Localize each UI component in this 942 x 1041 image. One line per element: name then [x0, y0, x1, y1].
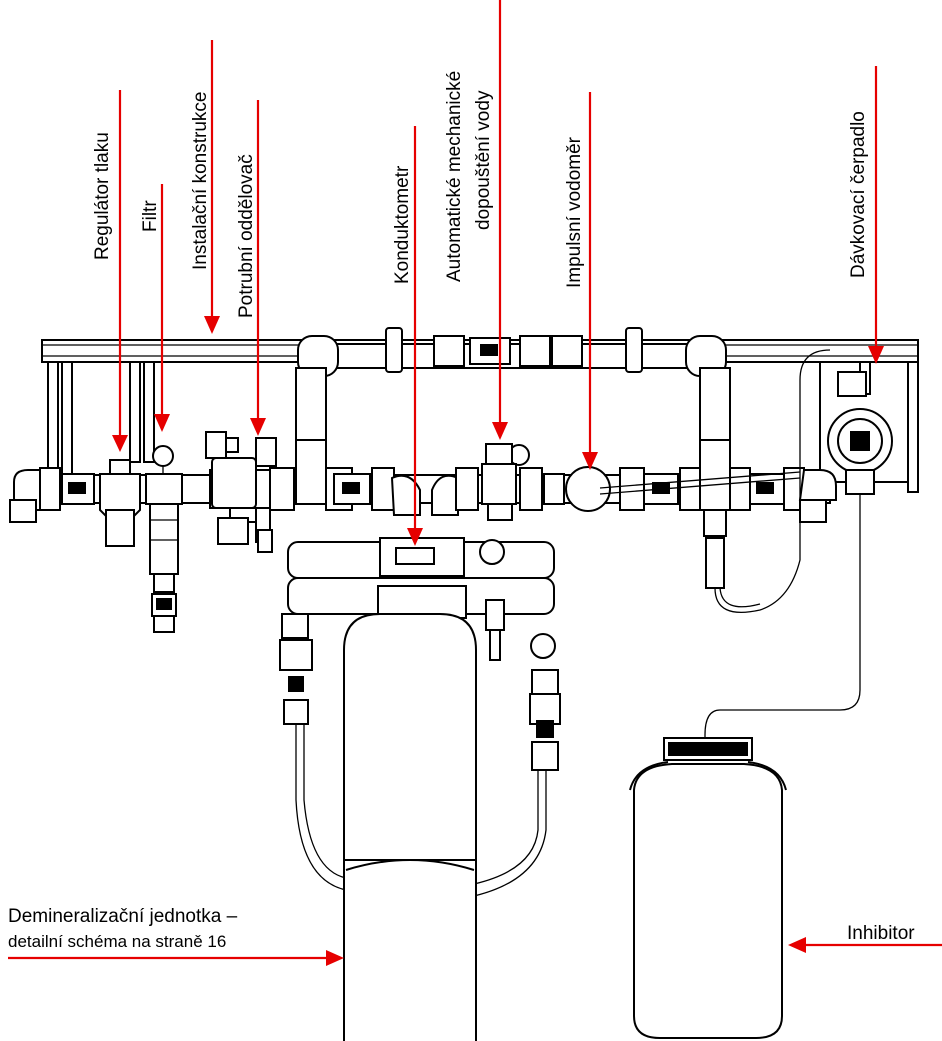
label-pulse-meter: Impulsní vodoměr: [564, 136, 585, 288]
label-demin-line2: detailní schéma na straně 16: [8, 932, 226, 951]
bypass-pipe: [295, 327, 731, 449]
dosing-pump-unit: [704, 361, 893, 736]
pipe-separator: [205, 431, 277, 553]
label-dosing-pump: Dávkovací čerpadlo: [848, 111, 869, 278]
right-tee: [703, 349, 831, 614]
label-mounting-frame: Instalační konstrukce: [190, 92, 211, 270]
label-inhibitor: Inhibitor: [847, 923, 915, 944]
pulse-meter: [565, 466, 801, 512]
label-separator: Potrubní oddělovač: [236, 154, 257, 318]
label-auto-fill-line2: dopouštění vody: [473, 90, 494, 230]
label-conductivity-meter: Konduktometr: [392, 165, 413, 284]
filter-assembly: [145, 445, 183, 633]
callout-arrows: [8, 0, 942, 966]
label-regulator: Regulátor tlaku: [92, 132, 113, 260]
demineralization-unit: [279, 537, 561, 1041]
label-demin-line1: Demineralizační jednotka –: [8, 906, 238, 927]
auto-fill-valve: [481, 443, 530, 521]
label-auto-fill-line1: Automatické mechanické: [444, 71, 465, 282]
inhibitor-canister: [629, 735, 787, 1039]
label-filter: Filtr: [140, 200, 161, 232]
pressure-regulator: [99, 459, 141, 547]
